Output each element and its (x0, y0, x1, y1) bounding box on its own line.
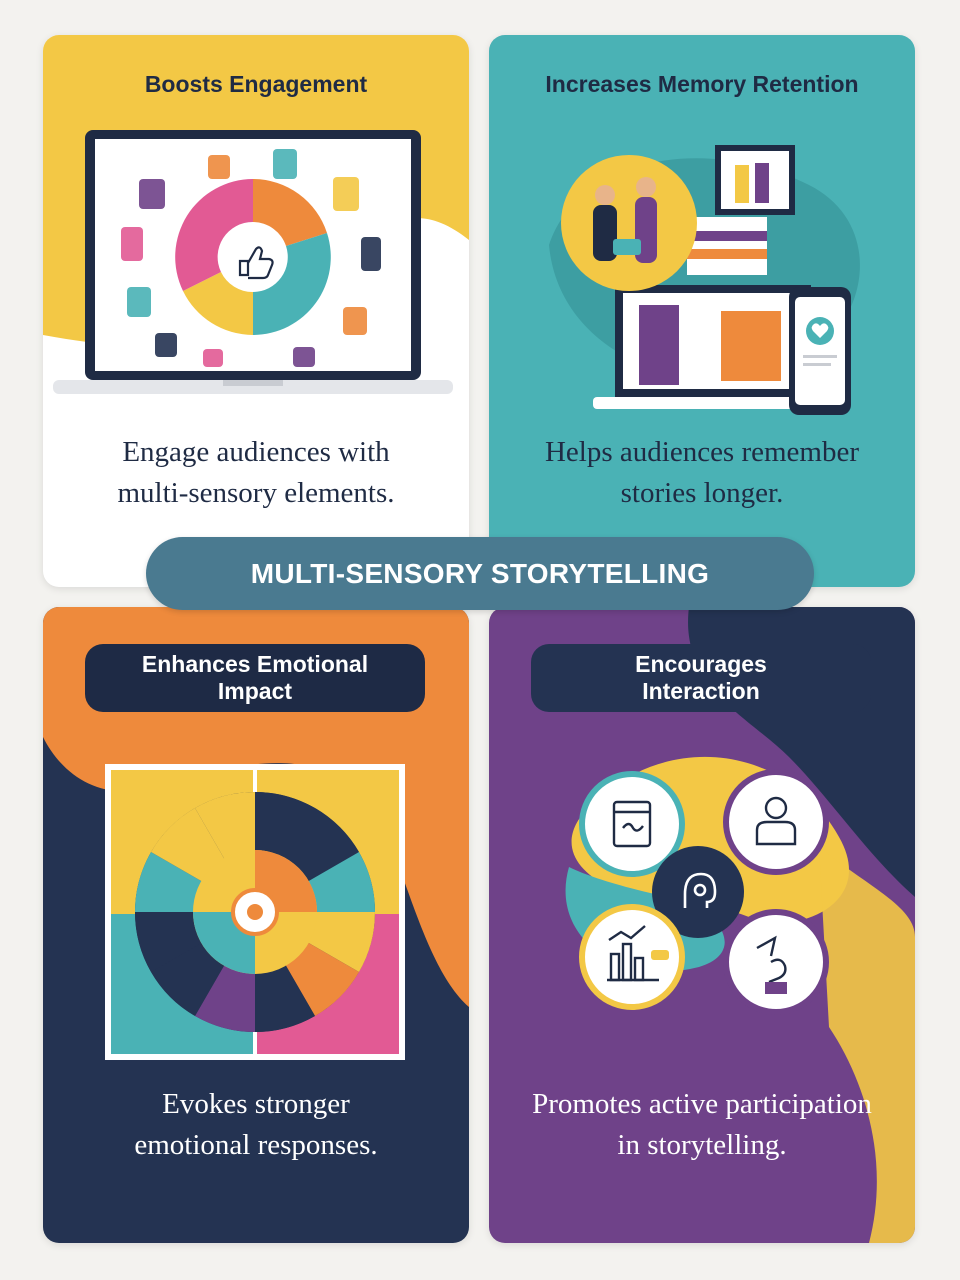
center-banner: MULTI-SENSORY STORYTELLING (146, 537, 814, 610)
thumbs-up-icon (238, 246, 274, 280)
head-icon (683, 872, 717, 908)
card-title-pill: Enhances Emotional Impact (85, 644, 425, 712)
card-title-pill: Encourages Interaction (531, 644, 871, 712)
card-memory-retention: Increases Memory Retention Helps audienc… (489, 35, 915, 587)
card-description: Evokes stronger emotional responses. (134, 1088, 378, 1161)
card-description: Helps audiences remember stories longer. (544, 436, 860, 509)
calendar-icon (612, 800, 652, 848)
emotion-wheel-illustration (105, 764, 405, 1060)
card-encourages-interaction: Encourages Interaction (489, 607, 915, 1243)
card-title: Boosts Engagement (144, 71, 368, 97)
devices-illustration (561, 145, 851, 415)
pointing-hand-icon (756, 935, 787, 994)
card-description: Engage audiences with multi-sensory elem… (117, 436, 395, 509)
user-icon (755, 796, 797, 846)
card-description: Promotes active participation in storyte… (532, 1088, 872, 1161)
card-title: Increases Memory Retention (545, 71, 859, 97)
face-icon (247, 904, 263, 920)
card-emotional-impact: Enhances Emotional Impact Evokes (43, 607, 469, 1243)
card-boosts-engagement: Boosts Engagement (43, 35, 469, 587)
heart-icon (811, 323, 829, 338)
bar-chart-icon (607, 925, 659, 982)
interaction-icons-illustration (579, 769, 829, 1015)
laptop-illustration (53, 130, 453, 394)
